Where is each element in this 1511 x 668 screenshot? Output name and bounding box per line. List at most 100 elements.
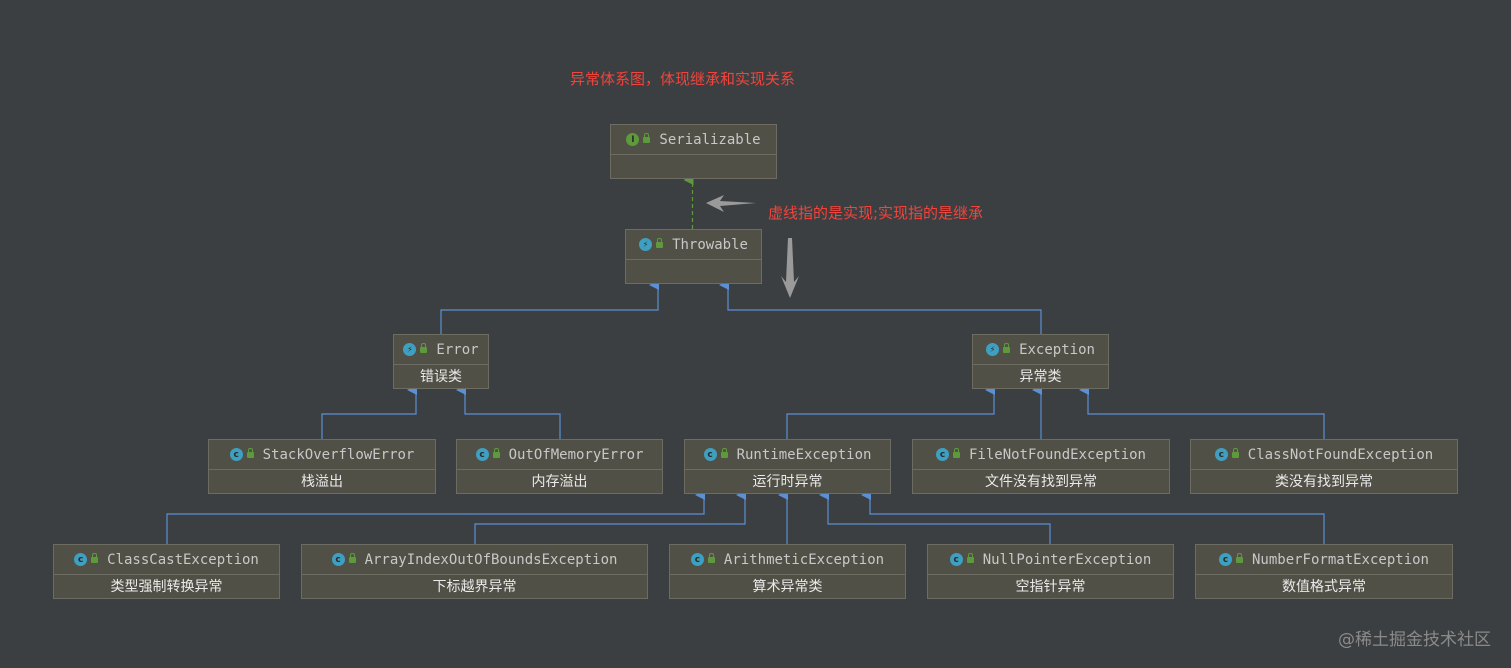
class-node-numberformatexception[interactable]: c NumberFormatException 数值格式异常 — [1195, 544, 1453, 599]
class-description: 运行时异常 — [752, 474, 823, 490]
class-node-runtimeexception[interactable]: c RuntimeException 运行时异常 — [684, 439, 891, 494]
public-lock-icon — [91, 552, 99, 563]
public-lock-icon — [246, 447, 254, 458]
class-node-classcastexception[interactable]: c ClassCastException 类型强制转换异常 — [53, 544, 280, 599]
diagram-title-note: 异常体系图，体现继承和实现关系 — [570, 70, 796, 88]
edge-classnotfoundexception-to-exception — [1079, 385, 1325, 439]
class-icon: c — [949, 553, 963, 566]
public-lock-icon — [420, 342, 428, 353]
public-lock-icon — [1235, 552, 1243, 563]
edge-nullpointerexception-to-runtimeexception — [819, 490, 1051, 544]
class-icon: c — [703, 448, 717, 461]
class-description: 错误类 — [420, 369, 462, 385]
class-name: OutOfMemoryError — [508, 446, 644, 463]
class-icon: c — [690, 553, 704, 566]
class-node-exception[interactable]: ⚡ Exception 异常类 — [972, 334, 1109, 389]
class-node-header: c ClassCastException — [54, 545, 279, 575]
class-description — [626, 260, 761, 282]
edge-numberformatexception-to-runtimeexception — [861, 490, 1325, 544]
class-icon: c — [1218, 553, 1232, 566]
class-icon: c — [331, 553, 345, 566]
class-node-header: c OutOfMemoryError — [457, 440, 662, 470]
class-node-stackoverflowerror[interactable]: c StackOverflowError 栈溢出 — [208, 439, 436, 494]
public-lock-icon — [720, 447, 728, 458]
class-description: 算术异常类 — [752, 579, 823, 595]
class-node-header: c ArithmeticException — [670, 545, 905, 575]
class-name: Throwable — [672, 236, 748, 253]
class-description: 数值格式异常 — [1282, 579, 1366, 595]
class-name: ArrayIndexOutOfBoundsException — [364, 551, 618, 568]
edge-arrayindexoutofboundsexception-to-runtimeexception — [474, 490, 746, 544]
class-node-header: c ArrayIndexOutOfBoundsException — [302, 545, 647, 575]
note-arrow-down-icon — [781, 238, 799, 298]
public-lock-icon — [952, 447, 960, 458]
public-lock-icon — [1231, 447, 1239, 458]
class-node-header: c StackOverflowError — [209, 440, 435, 470]
class-name: ArithmeticException — [723, 551, 885, 568]
class-node-header: ⚡ Exception — [973, 335, 1108, 365]
throwable-icon: ⚡ — [986, 343, 1000, 356]
class-description: 类型强制转换异常 — [110, 579, 223, 595]
public-lock-icon — [707, 552, 715, 563]
class-name: Exception — [1019, 341, 1095, 358]
class-icon: c — [74, 553, 88, 566]
class-description: 文件没有找到异常 — [985, 474, 1097, 490]
class-name: Error — [436, 341, 479, 358]
watermark: @稀土掘金技术社区 — [1338, 630, 1491, 650]
public-lock-icon — [1003, 342, 1011, 353]
class-description: 栈溢出 — [301, 474, 343, 490]
class-name: ClassNotFoundException — [1247, 446, 1434, 463]
public-lock-icon — [348, 552, 356, 563]
public-lock-icon — [656, 237, 664, 248]
public-lock-icon — [492, 447, 500, 458]
class-description: 空指针异常 — [1015, 579, 1086, 595]
throwable-icon: ⚡ — [639, 238, 653, 251]
edge-stackoverflowerror-to-error — [321, 385, 417, 439]
class-icon: c — [935, 448, 949, 461]
class-description: 异常类 — [1019, 369, 1062, 385]
class-node-header: I Serializable — [611, 125, 776, 155]
class-node-header: ⚡ Error — [394, 335, 488, 365]
edge-runtimeexception-to-exception — [786, 385, 995, 439]
edge-error-to-throwable — [440, 280, 659, 334]
throwable-icon: ⚡ — [403, 343, 417, 356]
public-lock-icon — [643, 132, 651, 143]
class-name: Serializable — [659, 131, 761, 148]
class-node-serializable[interactable]: I Serializable — [610, 124, 777, 179]
class-description: 内存溢出 — [531, 474, 588, 490]
class-node-throwable[interactable]: ⚡ Throwable — [625, 229, 762, 284]
class-node-header: ⚡ Throwable — [626, 230, 761, 260]
class-name: NumberFormatException — [1251, 551, 1429, 568]
class-node-header: c FileNotFoundException — [913, 440, 1169, 470]
class-node-error[interactable]: ⚡ Error 错误类 — [393, 334, 489, 389]
class-node-header: c NumberFormatException — [1196, 545, 1452, 575]
edge-classcastexception-to-runtimeexception — [166, 490, 705, 544]
class-description: 类没有找到异常 — [1275, 474, 1373, 490]
class-name: StackOverflowError — [262, 446, 415, 463]
class-name: FileNotFoundException — [968, 446, 1146, 463]
class-node-filenotfoundexception[interactable]: c FileNotFoundException 文件没有找到异常 — [912, 439, 1170, 494]
class-node-arithmeticexception[interactable]: c ArithmeticException 算术异常类 — [669, 544, 906, 599]
edge-exception-to-throwable — [719, 280, 1042, 334]
class-node-header: c ClassNotFoundException — [1191, 440, 1457, 470]
public-lock-icon — [966, 552, 974, 563]
legend-note: 虚线指的是实现;实现指的是继承 — [768, 204, 984, 222]
class-description: 下标越界异常 — [432, 579, 517, 595]
class-name: ClassCastException — [107, 551, 259, 568]
class-node-outofmemoryerror[interactable]: c OutOfMemoryError 内存溢出 — [456, 439, 663, 494]
interface-icon: I — [626, 133, 640, 146]
class-node-arrayindexoutofboundsexception[interactable]: c ArrayIndexOutOfBoundsException 下标越界异常 — [301, 544, 648, 599]
edge-outofmemoryerror-to-error — [456, 385, 561, 439]
class-node-nullpointerexception[interactable]: c NullPointerException 空指针异常 — [927, 544, 1174, 599]
class-name: RuntimeException — [736, 446, 872, 463]
class-icon: c — [1214, 448, 1228, 461]
class-node-classnotfoundexception[interactable]: c ClassNotFoundException 类没有找到异常 — [1190, 439, 1458, 494]
class-node-header: c NullPointerException — [928, 545, 1173, 575]
class-icon: c — [475, 448, 489, 461]
class-node-header: c RuntimeException — [685, 440, 890, 470]
class-name: NullPointerException — [982, 551, 1152, 568]
class-description — [611, 155, 776, 177]
class-icon: c — [229, 448, 243, 461]
note-arrow-left-icon — [706, 195, 756, 212]
